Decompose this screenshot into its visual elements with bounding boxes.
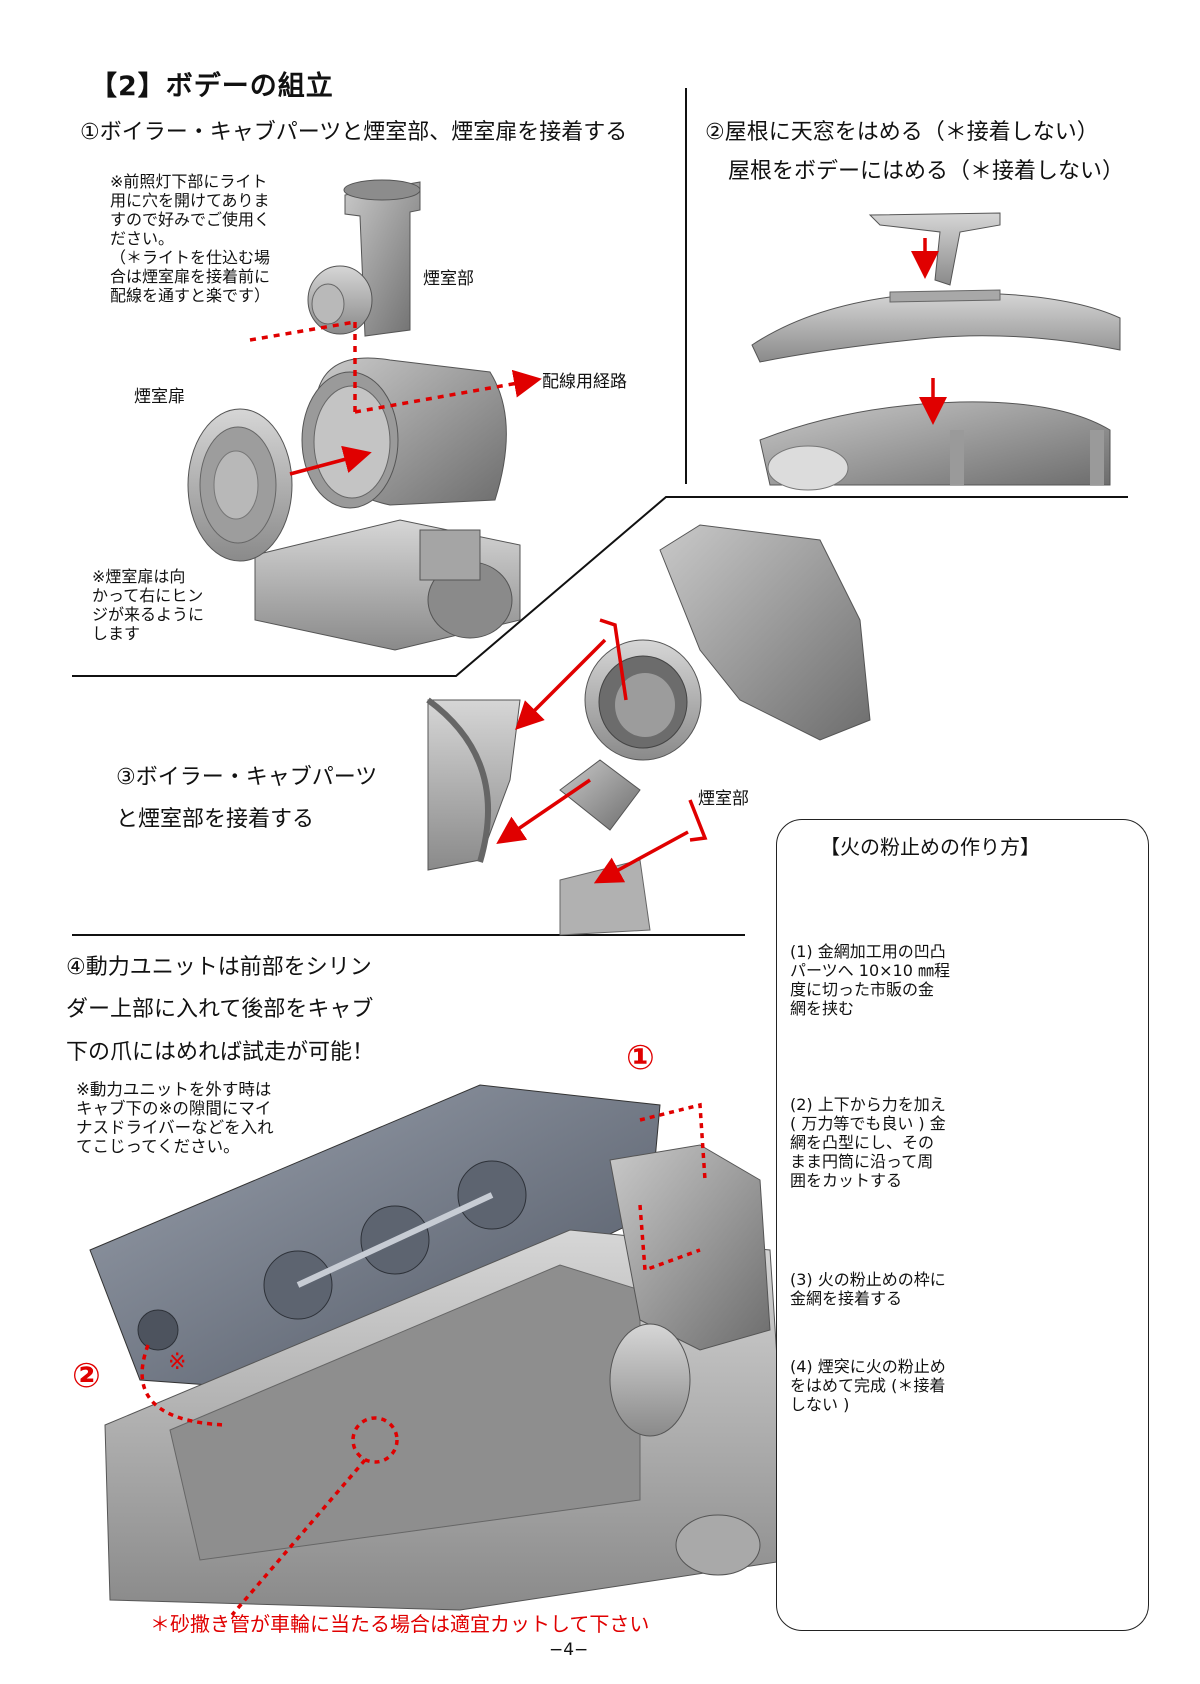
- step3-line1: ③ボイラー・キャブパーツ: [116, 765, 378, 790]
- label-smokebox-step3: 煙室部: [698, 789, 749, 809]
- step4-red-guides: [140, 1102, 707, 1617]
- step4-line1: ④動力ユニットは前部をシリン: [66, 955, 372, 980]
- fire-step-1: (1) 金網加工用の凹凸 パーツへ 10×10 ㎜程 度に切った市販の金 網を挟…: [790, 942, 950, 1018]
- marker-1: ①: [626, 1038, 655, 1078]
- sand-pipe-warning: ＊砂撒き管が車輪に当たる場合は適宜カットして下さい: [150, 1612, 650, 1636]
- label-smokebox-step1: 煙室部: [423, 269, 474, 289]
- step3-assembly-illustration: [426, 524, 871, 936]
- step1-red-guides: [249, 320, 542, 476]
- section-title: 【2】ボデーの組立: [90, 71, 334, 102]
- fire-screen-panel: [776, 819, 1149, 1631]
- step3-line2: と煙室部を接着する: [116, 807, 315, 832]
- step4-removal-note: ※動力ユニットを外す時は キャブ下の※の隙間にマイ ナスドライバーなどを入れ て…: [76, 1080, 274, 1156]
- step1-hinge-note: ※煙室扉は向 かって右にヒン ジが来るように します: [92, 567, 205, 643]
- step1-light-note: ※前照灯下部にライト 用に穴を開けてありま すので好みでご使用く ださい。 （＊…: [110, 172, 271, 305]
- fire-screen-title: 【火の粉止めの作り方】: [820, 835, 1040, 859]
- fire-step-3: (3) 火の粉止めの枠に 金網を接着する: [790, 1270, 946, 1308]
- gap-mark: ※: [168, 1350, 187, 1375]
- step2-red-arrows: [911, 238, 947, 425]
- step2-roof-illustration: [751, 212, 1121, 491]
- step2-line2: 屋根をボデーにはめる（＊接着しない）: [728, 159, 1125, 184]
- step1-title: ①ボイラー・キャブパーツと煙室部、煙室扉を接着する: [80, 120, 628, 145]
- marker-2: ②: [72, 1356, 101, 1396]
- step4-line3: 下の爪にはめれば試走が可能！: [66, 1040, 375, 1065]
- step4-line2: ダー上部に入れて後部をキャブ: [66, 997, 374, 1022]
- fire-step-2: (2) 上下から力を加え ( 万力等でも良い ) 金 網を凸型にし、その まま円…: [790, 1095, 946, 1190]
- label-smokebox-door: 煙室扉: [134, 387, 185, 407]
- divider-lines: [72, 88, 1128, 936]
- fire-step-4: (4) 煙突に火の粉止め をはめて完成 (＊接着 しない ): [790, 1357, 946, 1414]
- step2-line1: ②屋根に天窓をはめる（＊接着しない）: [705, 120, 1099, 145]
- step4-power-unit-illustration: [89, 1084, 791, 1611]
- page-number: −4−: [549, 1640, 589, 1660]
- step3-red-arrows: [496, 618, 708, 884]
- label-wiring-route: 配線用経路: [542, 372, 627, 392]
